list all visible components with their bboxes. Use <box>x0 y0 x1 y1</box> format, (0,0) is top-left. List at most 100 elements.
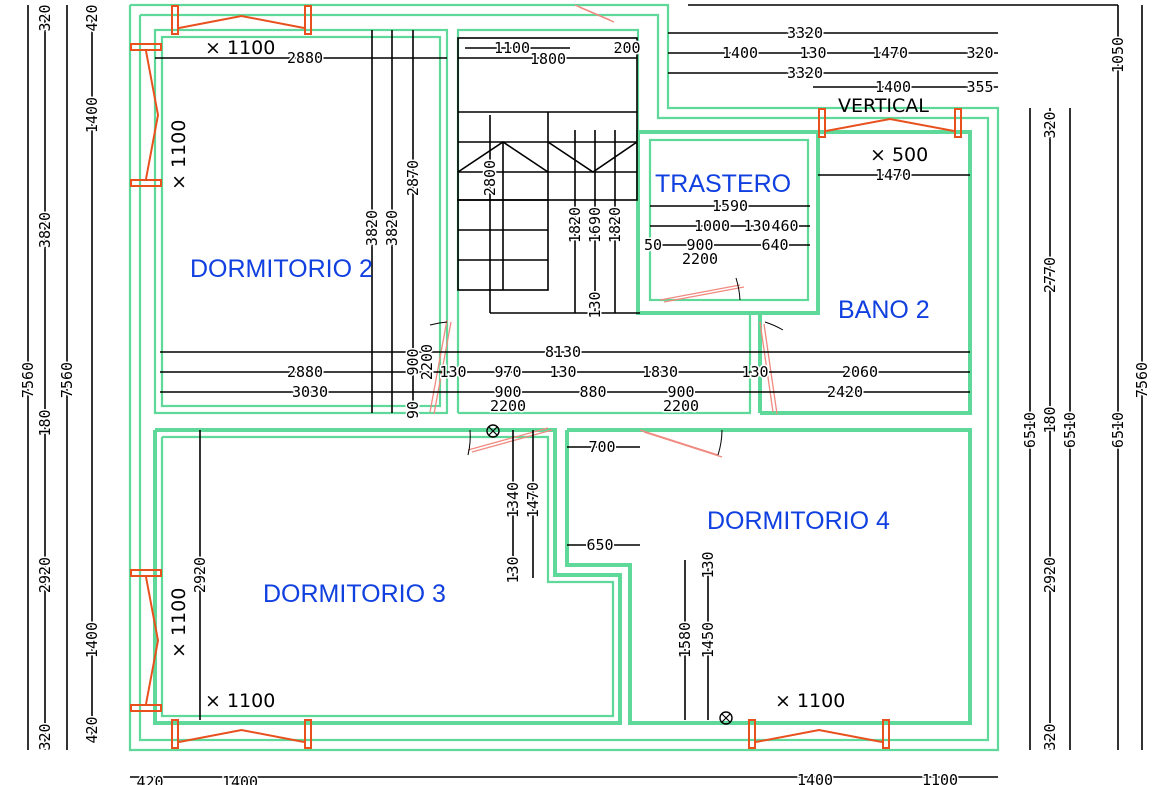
dimension-label: 1400 <box>83 97 101 133</box>
dimension-label: 1470 <box>524 482 542 518</box>
door-icon <box>574 4 615 23</box>
dimension-label: 1400 <box>875 78 911 96</box>
dimension-label: 1690 <box>586 207 604 243</box>
staircase <box>457 37 638 291</box>
dimension-label: 7560 <box>19 362 37 398</box>
dimension-label: 650 <box>586 536 613 554</box>
dimension-label: 2880 <box>287 49 323 67</box>
dimension-label: 1050 <box>1109 37 1127 73</box>
dimension-label: 420 <box>83 716 101 743</box>
dimension-label: 2200 <box>682 250 718 268</box>
dimension-label: 700 <box>588 438 615 456</box>
dimension-label: 320 <box>36 723 54 750</box>
dimension-label: 2200 <box>490 397 526 415</box>
dimension-label: 180 <box>36 409 54 436</box>
room-label-dormitorio-4: DORMITORIO 4 <box>707 507 890 535</box>
doors <box>429 4 784 725</box>
dimension-label: 1400 <box>797 771 833 785</box>
dimension-label: 1400 <box>83 622 101 658</box>
dimension-label: 7560 <box>1133 362 1151 398</box>
dimension-label: 1100 <box>922 771 958 785</box>
dimension-label: 1800 <box>530 50 566 68</box>
dimension-label: 130 <box>549 363 576 381</box>
dimension-label: 1470 <box>872 44 908 62</box>
dimension-label: 900 <box>494 383 521 401</box>
door-icon <box>639 429 723 458</box>
ceiling-light-icon <box>486 424 500 438</box>
dimension-label: 2200 <box>663 397 699 415</box>
dimension-label: 320 <box>966 44 993 62</box>
dimension-label: 130 <box>439 363 466 381</box>
dimension-label: 2870 <box>404 160 422 196</box>
dimension-label: 3320 <box>787 24 823 42</box>
window-icon <box>171 719 312 749</box>
dimension-label: 1820 <box>566 207 584 243</box>
dimension-label: 2880 <box>287 363 323 381</box>
room-label-dormitorio-2: DORMITORIO 2 <box>190 255 373 283</box>
window-size-label: × 1100 <box>205 690 275 712</box>
dimension-label: 3820 <box>363 210 381 246</box>
dimension-label: 900 <box>667 383 694 401</box>
dimension-label: 2800 <box>481 160 499 196</box>
dimension-label: 1830 <box>642 363 678 381</box>
dimension-label: 90 <box>404 401 422 419</box>
dimension-label: 1400 <box>222 773 258 785</box>
room-label-trastero: TRASTERO <box>655 170 791 198</box>
dimension-label: 130 <box>586 291 604 318</box>
door-icon <box>467 427 553 456</box>
window-icon <box>748 719 890 749</box>
dimension-label: 1000 <box>694 217 730 235</box>
dimension-label: 460 <box>771 217 798 235</box>
dimension-label: 320 <box>1041 723 1059 750</box>
dimension-label: 180 <box>1041 406 1059 433</box>
dimension-label: 6510 <box>1021 412 1039 448</box>
dimension-label: 1580 <box>676 622 694 658</box>
dimension-label: 2420 <box>827 383 863 401</box>
dimension-label: 900 <box>686 236 713 254</box>
dimension-label: 8130 <box>545 343 581 361</box>
window-icon <box>130 43 162 187</box>
door-icon <box>659 277 745 303</box>
dimension-label: 3820 <box>36 212 54 248</box>
dimension-label: 2920 <box>1041 557 1059 593</box>
dimension-label: 130 <box>504 556 522 583</box>
dimension-label: 130 <box>743 217 770 235</box>
dimension-label: 1470 <box>875 166 911 184</box>
dimension-label: 2920 <box>191 557 209 593</box>
window-size-label: × 1100 <box>168 120 190 190</box>
window-size-label: × 1100 <box>205 37 275 59</box>
dimension-label: 2770 <box>1041 257 1059 293</box>
dimension-label: 50 <box>644 236 662 254</box>
dimension-label: 2060 <box>842 363 878 381</box>
dimension-label: 130 <box>741 363 768 381</box>
dimension-label: 320 <box>1041 111 1059 138</box>
dimension-label: 420 <box>83 4 101 31</box>
dimension-label: 900 <box>404 348 422 375</box>
vertical-label: VERTICAL <box>838 95 929 117</box>
dimension-label: 1100 <box>494 39 530 57</box>
windows <box>130 5 962 749</box>
dimension-label: 6510 <box>1109 412 1127 448</box>
window-size-label: × 500 <box>870 144 928 166</box>
dimension-label: 320 <box>36 4 54 31</box>
dimension-label: 1340 <box>504 482 522 518</box>
window-icon <box>130 569 162 712</box>
window-icon <box>171 5 312 35</box>
dimension-label: 1590 <box>712 197 748 215</box>
dimension-label: 970 <box>494 363 521 381</box>
door-icon <box>759 321 784 415</box>
dimension-lines <box>27 4 1143 778</box>
window-size-label: × 1100 <box>168 588 190 658</box>
door-icon <box>429 319 452 415</box>
dimension-label: 3030 <box>292 383 328 401</box>
dimension-label: 880 <box>579 383 606 401</box>
room-label-dormitorio-3: DORMITORIO 3 <box>263 580 446 608</box>
room-label-bano-2: BANO 2 <box>838 296 930 324</box>
dimension-label: 1400 <box>722 44 758 62</box>
dimension-label: 200 <box>613 39 640 57</box>
dimension-label: 640 <box>761 236 788 254</box>
dimension-label: 2920 <box>36 557 54 593</box>
dimension-label: 2200 <box>418 344 436 380</box>
